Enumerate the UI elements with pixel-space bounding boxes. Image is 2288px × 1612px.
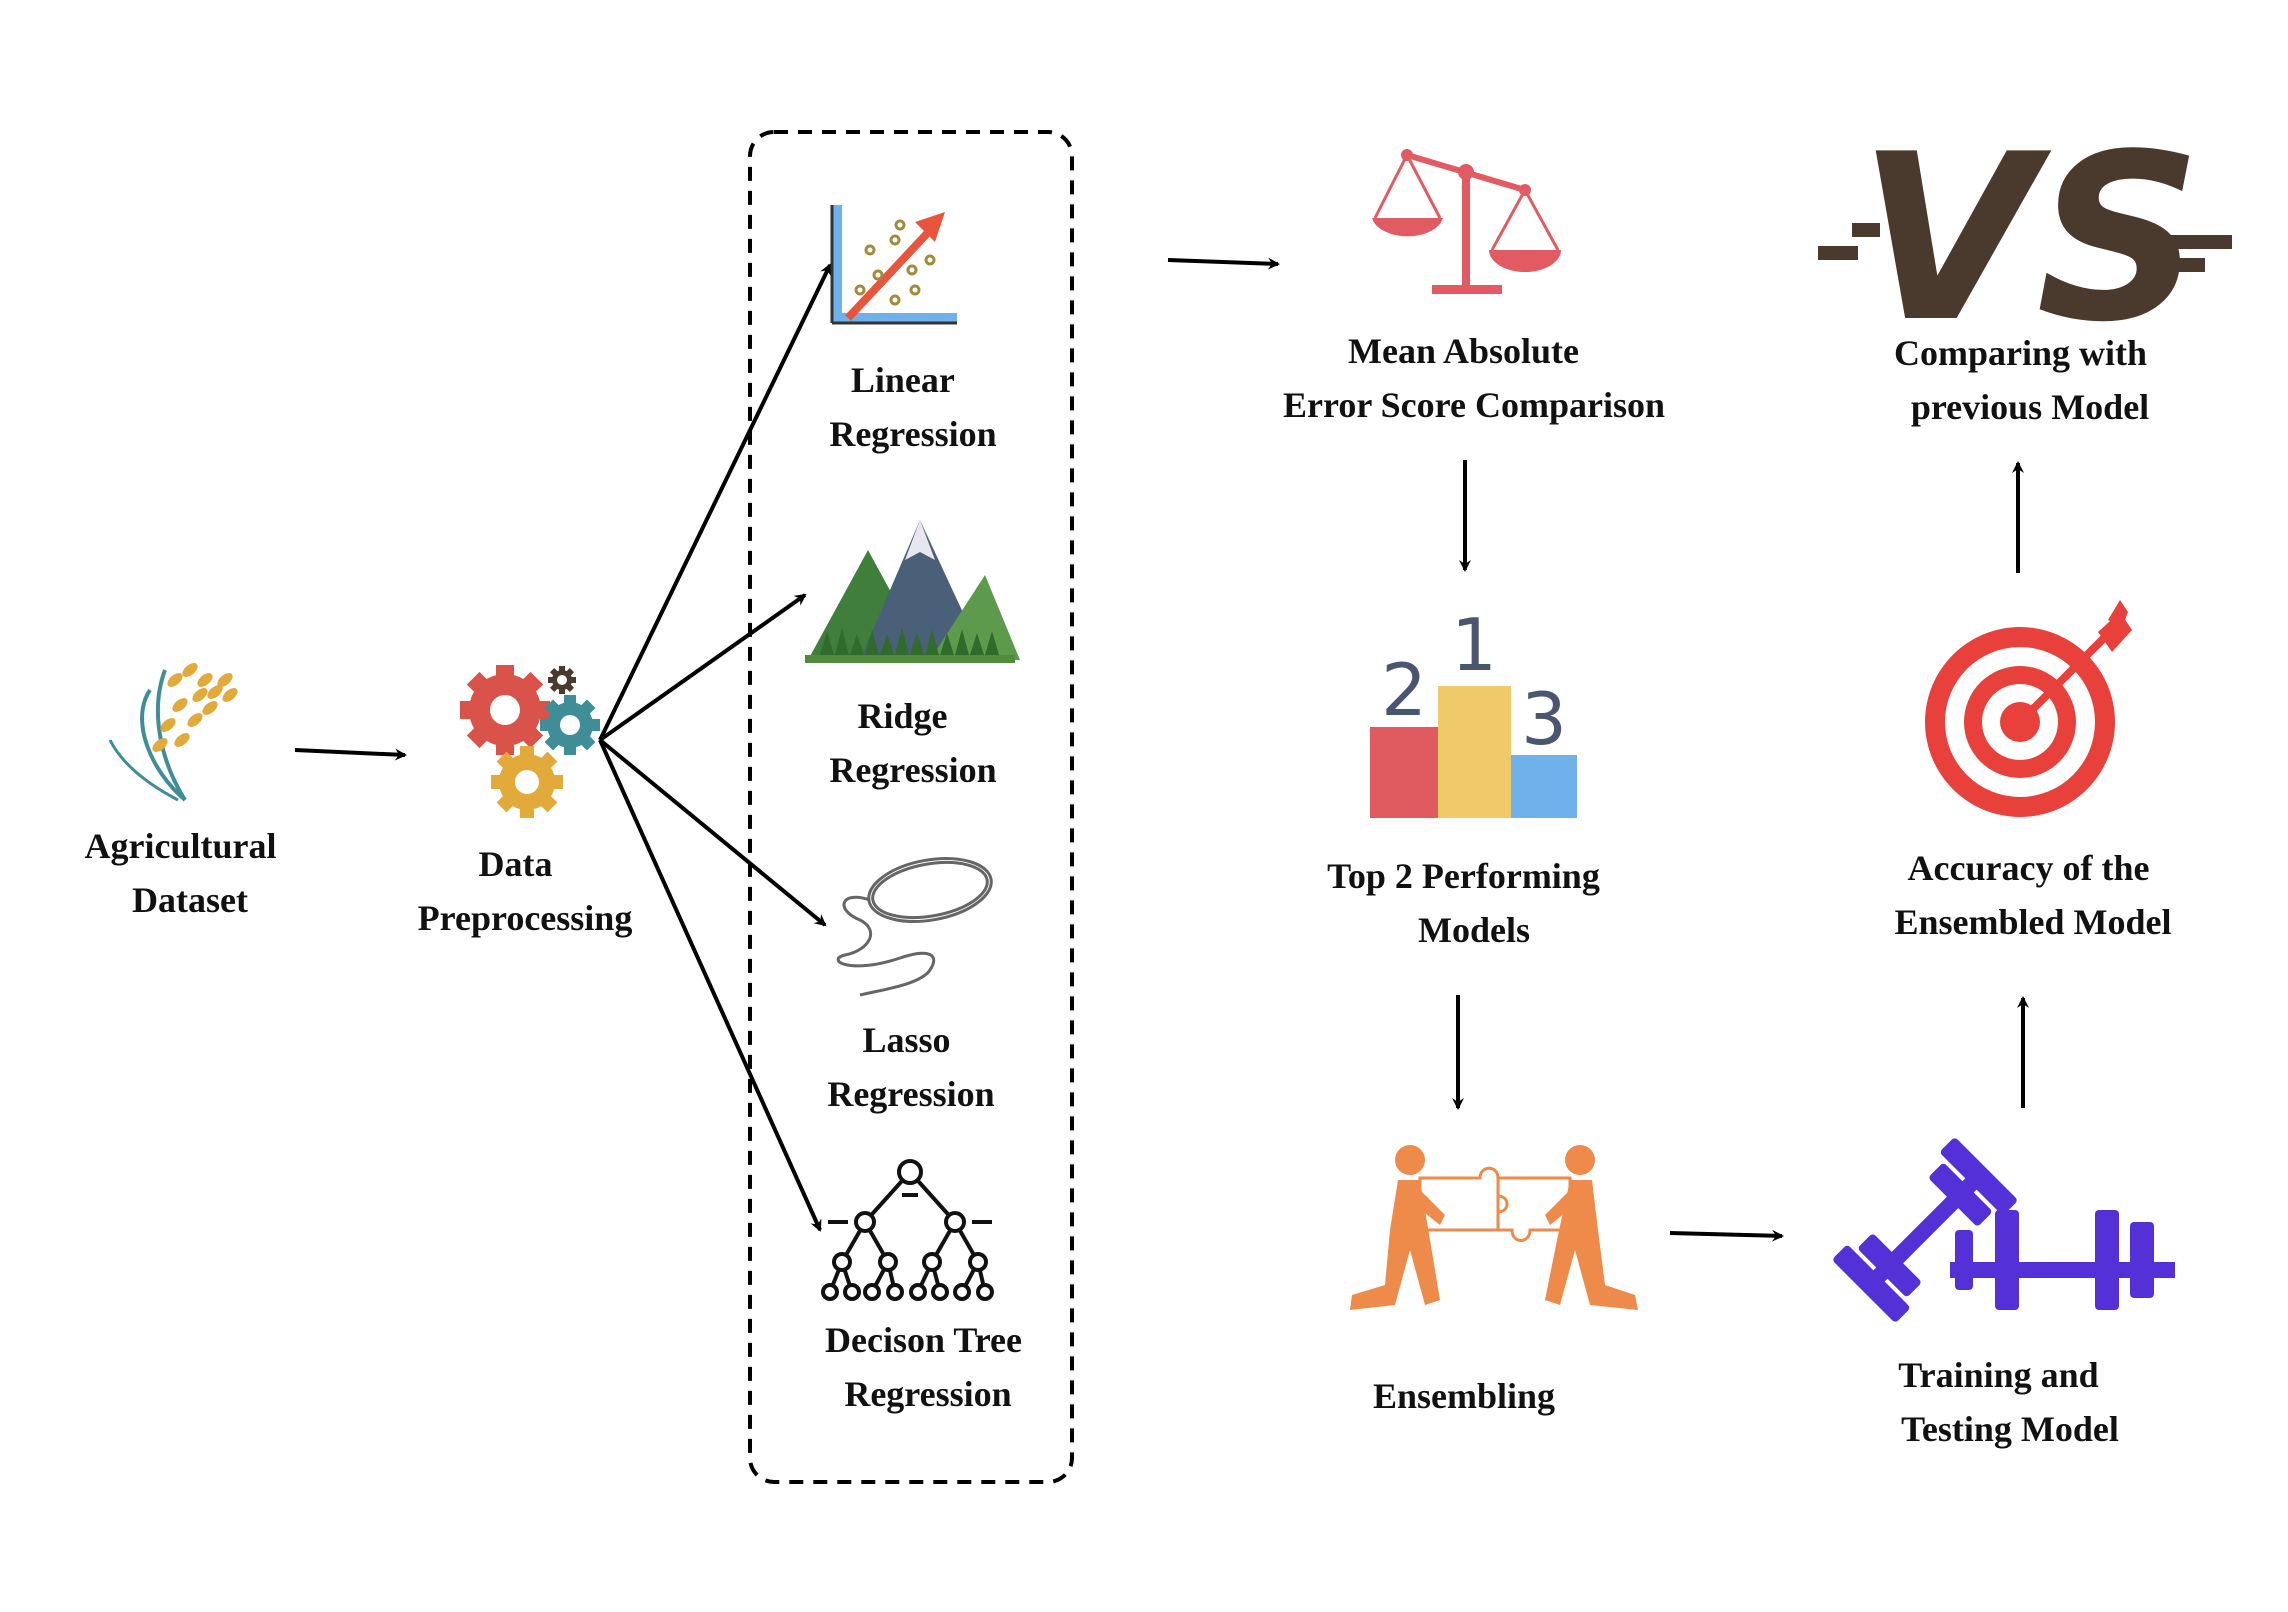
mae-label: Mean Absolute Error Score Comparison — [1283, 331, 1665, 425]
podium-2: 2 — [1381, 648, 1427, 732]
gears-icon — [460, 665, 600, 818]
ridge-label: Ridge Regression — [829, 696, 996, 790]
arrow-to-ridge — [598, 593, 807, 742]
arrow-to-linear — [598, 263, 832, 741]
mountain-icon — [805, 520, 1020, 663]
vs-logo-icon: VS — [1818, 106, 2232, 373]
comparing-label: Comparing with previous Model — [1894, 333, 2156, 427]
podium-icon: 2 1 3 — [1370, 603, 1577, 818]
podium-3: 3 — [1521, 677, 1567, 761]
scatter-chart-icon — [830, 205, 957, 325]
lasso-rope-icon — [836, 857, 993, 997]
agri-label: Agricultural Dataset — [85, 826, 286, 920]
arrow-to-lasso — [598, 738, 827, 927]
accuracy-label: Accuracy of the Ensembled Model — [1894, 848, 2171, 942]
ensembling-label: Ensembling — [1373, 1376, 1555, 1416]
tree-label: Decison Tree Regression — [825, 1320, 1031, 1414]
arrow-ensembling-to-training — [1669, 1229, 1784, 1242]
regression-models-group — [748, 130, 1074, 1484]
top2-label: Top 2 Performing Models — [1327, 856, 1609, 950]
training-label: Training and Testing Model — [1898, 1355, 2119, 1449]
dumbbell-icon — [1833, 1138, 2175, 1322]
lasso-label: Lasso Regression — [827, 1020, 994, 1114]
arrow-models-to-mae — [1167, 257, 1280, 270]
wheat-icon — [108, 663, 238, 802]
linear-label: Linear Regression — [829, 360, 996, 454]
people-puzzle-icon — [1350, 1145, 1638, 1310]
arrow-dataset-to-preprocessing — [294, 748, 407, 761]
arrow-to-tree — [598, 739, 822, 1232]
balance-scale-icon — [1372, 149, 1561, 294]
decision-tree-icon — [821, 1159, 994, 1301]
target-icon — [1925, 600, 2132, 817]
podium-1: 1 — [1451, 603, 1497, 687]
preprocessing-label: Data Preprocessing — [418, 844, 633, 938]
vs-text: VS — [1858, 106, 2202, 373]
